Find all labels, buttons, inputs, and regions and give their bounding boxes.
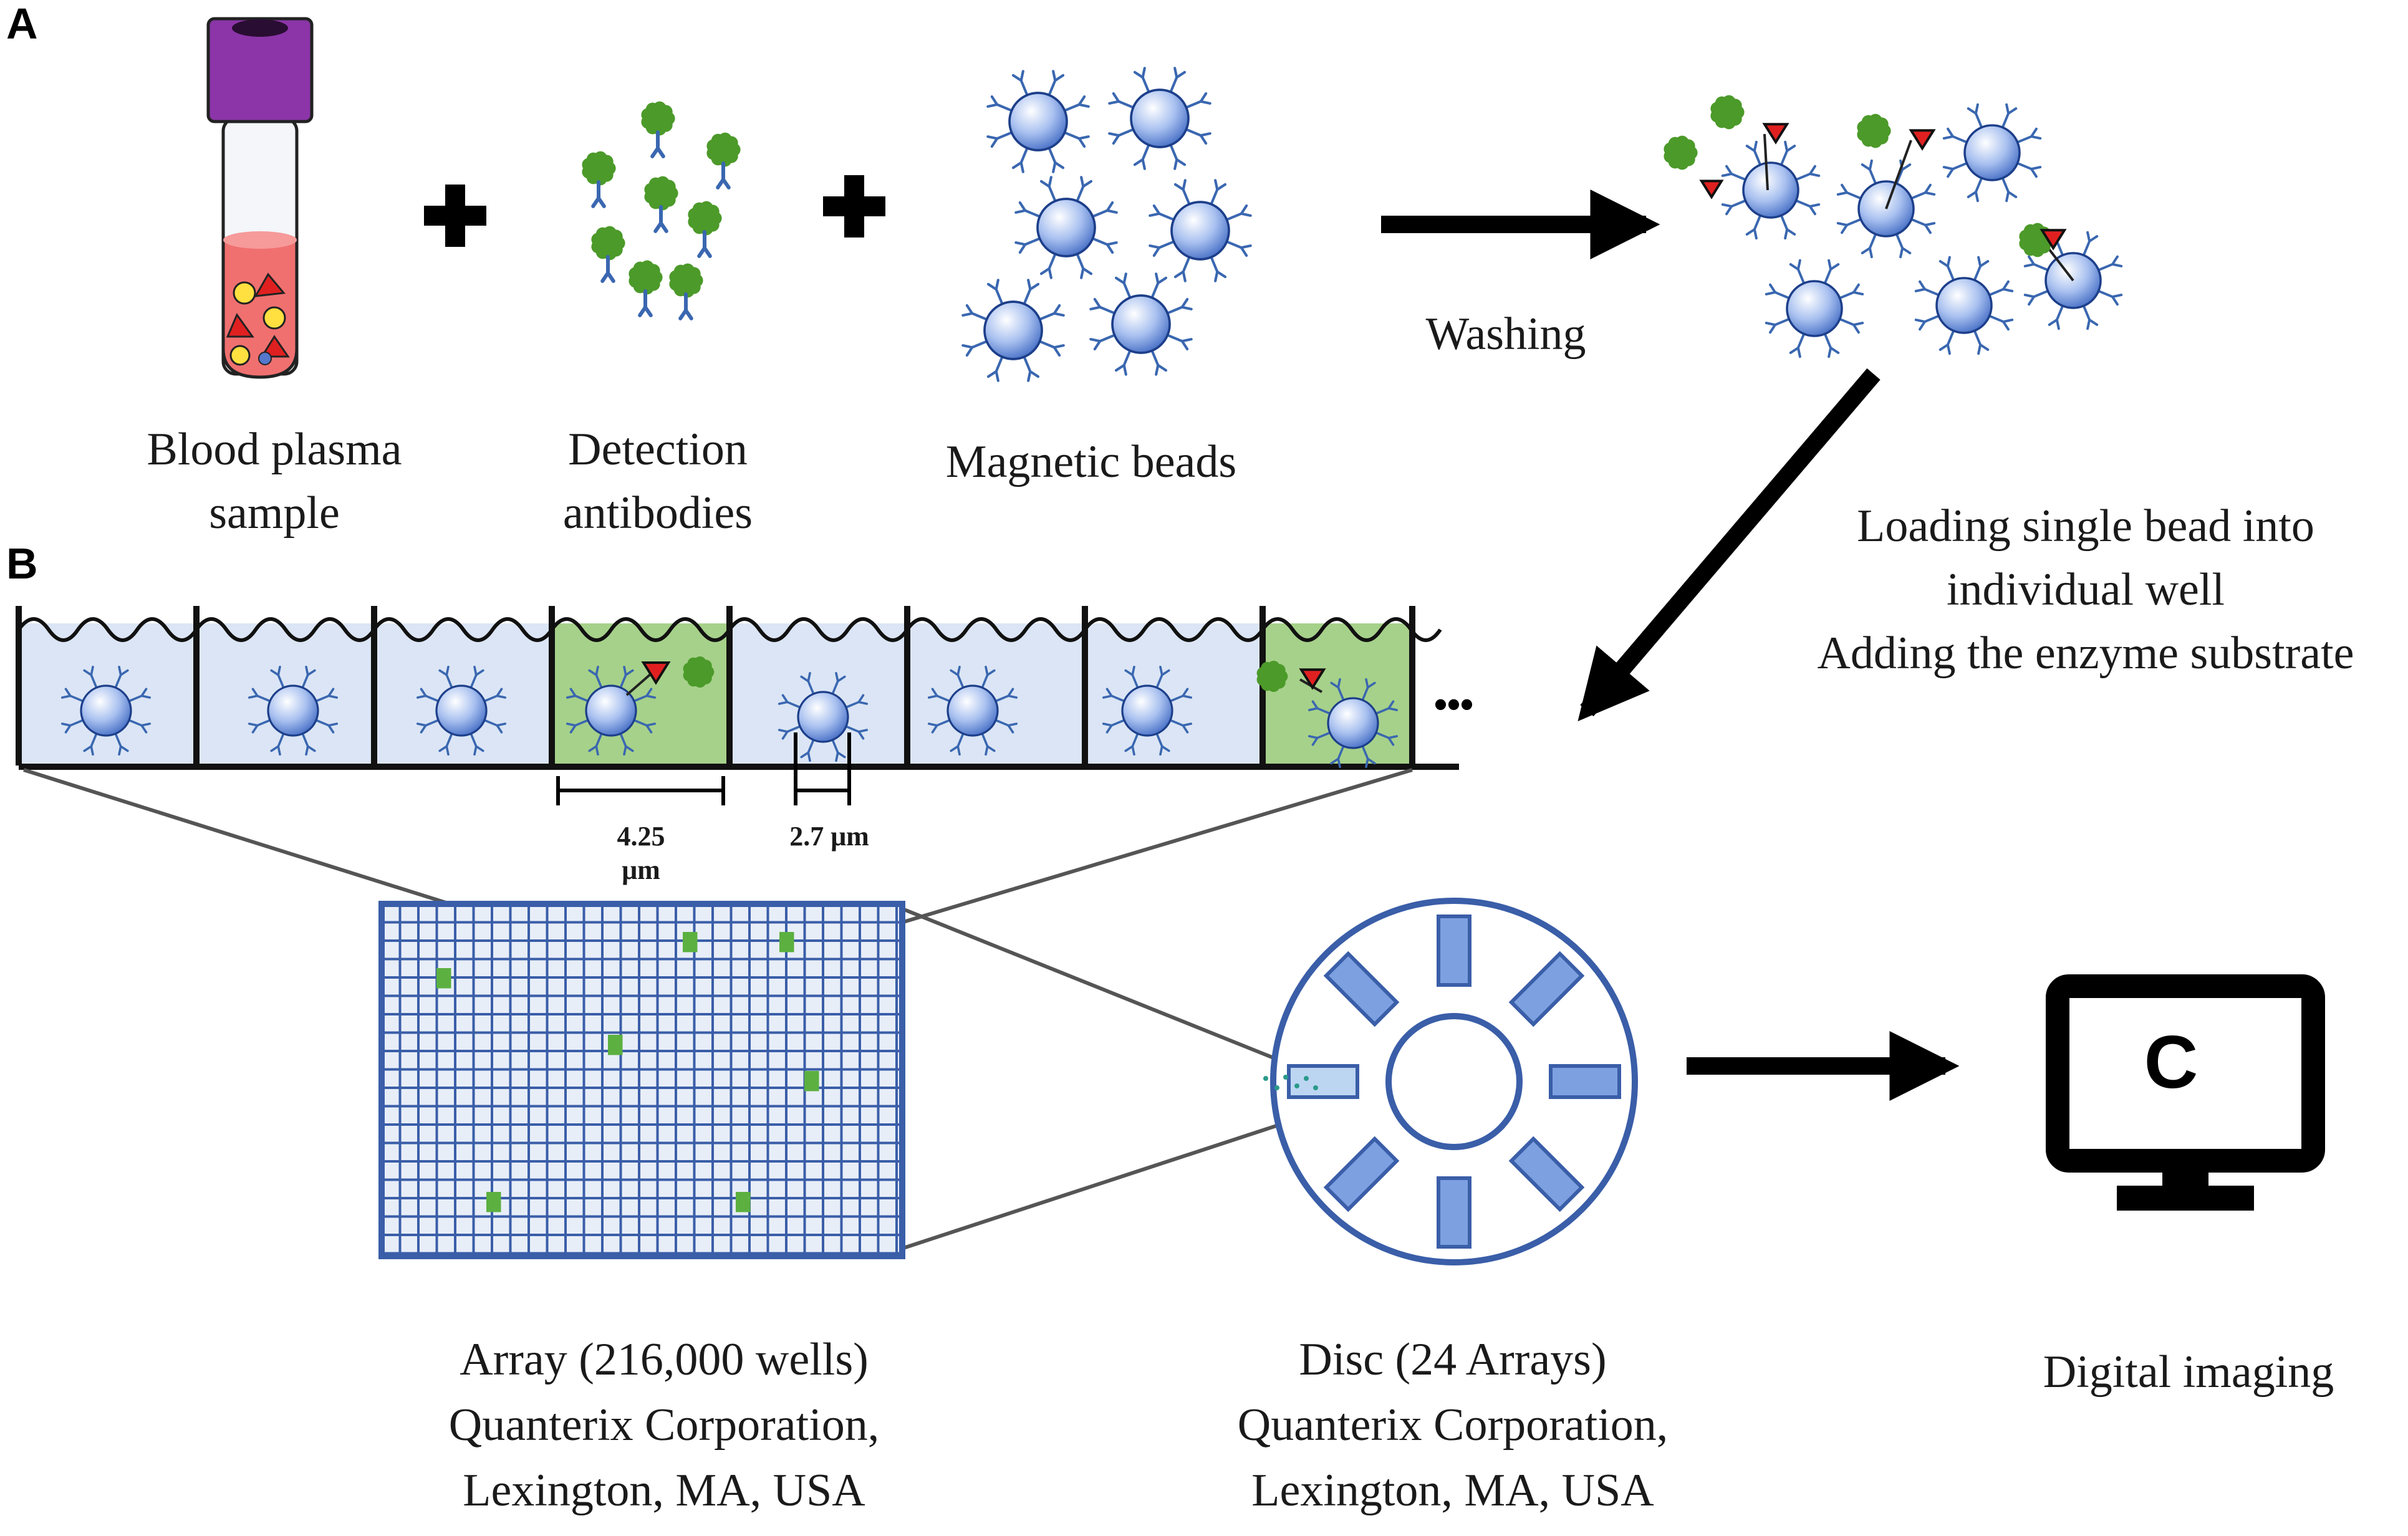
washed-bead bbox=[1765, 259, 1864, 358]
magnetic-beads-cluster bbox=[961, 67, 1252, 382]
label-detection-2: antibodies bbox=[563, 487, 753, 539]
disc-array-slot bbox=[1437, 1176, 1471, 1249]
washed-bead bbox=[1942, 103, 2042, 203]
well-width-label-1: 4.25 bbox=[617, 821, 665, 852]
detection-label-blob bbox=[1256, 660, 1288, 693]
detection-label-blob bbox=[1664, 135, 1698, 170]
well-bead bbox=[778, 672, 868, 762]
well-bead bbox=[1102, 666, 1192, 756]
well bbox=[907, 623, 1085, 764]
detection-label-blob bbox=[641, 101, 675, 136]
label-loading-2: individual well bbox=[1947, 564, 2225, 615]
well-bead bbox=[928, 666, 1018, 756]
enzyme-label bbox=[641, 661, 671, 685]
label-blood-plasma-1: Blood plasma bbox=[147, 424, 402, 475]
magnetic-bead bbox=[961, 279, 1065, 382]
magnetic-bead bbox=[986, 70, 1090, 173]
label-array-2: Quanterix Corporation, bbox=[449, 1399, 880, 1451]
well-width-scale bbox=[556, 776, 725, 805]
detection-label-blob bbox=[688, 201, 722, 236]
label-array-1: Array (216,000 wells) bbox=[460, 1334, 869, 1385]
detection-label-blob bbox=[1857, 113, 1891, 148]
enzyme-label bbox=[1299, 668, 1326, 690]
well-bead bbox=[417, 666, 506, 756]
well-bead bbox=[61, 666, 151, 756]
positive-well bbox=[486, 1192, 501, 1212]
positive-well bbox=[436, 968, 451, 989]
well bbox=[552, 623, 730, 764]
disc-array-slot bbox=[1508, 1136, 1585, 1212]
positive-well bbox=[683, 932, 698, 953]
blood-plasma-tube bbox=[206, 17, 314, 379]
detection-antibody bbox=[591, 226, 625, 283]
positive-well bbox=[804, 1071, 819, 1092]
enzyme-label bbox=[2040, 229, 2067, 251]
positive-well bbox=[608, 1035, 623, 1055]
detection-label-blob bbox=[628, 260, 663, 295]
disc-array-slot bbox=[1508, 951, 1585, 1027]
enzyme-label bbox=[1699, 180, 1724, 199]
detection-label-blob bbox=[644, 176, 678, 211]
positive-well bbox=[736, 1192, 751, 1212]
detection-antibody bbox=[706, 132, 741, 190]
disc-array-slot bbox=[1323, 1136, 1400, 1212]
disc-array-slot bbox=[1549, 1064, 1621, 1099]
enzyme-label bbox=[1762, 123, 1789, 145]
plus-icon bbox=[424, 185, 486, 247]
bead-diameter-label: 2.7 μm bbox=[789, 821, 869, 852]
well-row bbox=[16, 606, 1459, 770]
detection-antibody bbox=[669, 263, 703, 320]
disc-array-slot bbox=[1287, 1064, 1359, 1099]
disc-array-slot bbox=[1323, 951, 1400, 1027]
magnetic-bead bbox=[1108, 67, 1211, 170]
detection-label-blob bbox=[706, 132, 741, 167]
washed-bead bbox=[1914, 256, 2014, 355]
washed-beads-cluster bbox=[1664, 95, 2123, 358]
panel-label-b: B bbox=[6, 539, 38, 588]
magnetic-bead bbox=[1089, 272, 1193, 376]
array-grid bbox=[378, 901, 905, 1259]
disc-array-slot bbox=[1437, 914, 1471, 987]
label-disc-1: Disc (24 Arrays) bbox=[1299, 1334, 1606, 1385]
well-bead bbox=[566, 666, 656, 756]
washed-bead bbox=[1721, 140, 1821, 240]
detection-antibody bbox=[644, 176, 678, 233]
label-washing: Washing bbox=[1425, 309, 1586, 360]
magnetic-bead bbox=[1149, 179, 1252, 282]
enzyme-label bbox=[1909, 129, 1936, 151]
ellipsis: ••• bbox=[1434, 683, 1473, 725]
panel-label-a: A bbox=[6, 0, 38, 48]
monitor-icon bbox=[2046, 974, 2325, 1211]
detection-antibody bbox=[688, 201, 722, 258]
detection-antibodies-cluster bbox=[582, 101, 741, 320]
plus-icon bbox=[823, 175, 885, 238]
well-width-label-2: μm bbox=[622, 855, 660, 885]
detection-antibody bbox=[582, 151, 616, 208]
label-disc-2: Quanterix Corporation, bbox=[1238, 1399, 1669, 1451]
positive-well bbox=[779, 932, 794, 953]
detection-antibody bbox=[628, 260, 663, 317]
label-array-3: Lexington, MA, USA bbox=[463, 1465, 865, 1516]
magnetic-bead bbox=[1014, 176, 1118, 279]
label-magnetic-beads: Magnetic beads bbox=[946, 436, 1236, 487]
label-loading-1: Loading single bead into bbox=[1857, 501, 2314, 552]
detection-antibody bbox=[641, 101, 675, 158]
well-bead bbox=[1308, 678, 1398, 768]
well-bead bbox=[248, 666, 338, 756]
detection-label-blob bbox=[683, 656, 715, 688]
detection-label-blob bbox=[1710, 95, 1745, 130]
bead-diameter-scale bbox=[794, 732, 851, 805]
monitor-letter: C bbox=[2144, 1020, 2199, 1104]
label-detection-1: Detection bbox=[568, 424, 748, 475]
loading-arrow bbox=[1577, 368, 1881, 722]
disc bbox=[1263, 898, 1638, 1265]
label-digital-imaging: Digital imaging bbox=[2043, 1346, 2334, 1398]
label-disc-3: Lexington, MA, USA bbox=[1251, 1465, 1654, 1516]
label-loading-3: Adding the enzyme substrate bbox=[1817, 628, 2354, 679]
well bbox=[1085, 623, 1263, 764]
label-blood-plasma-2: sample bbox=[209, 487, 340, 539]
